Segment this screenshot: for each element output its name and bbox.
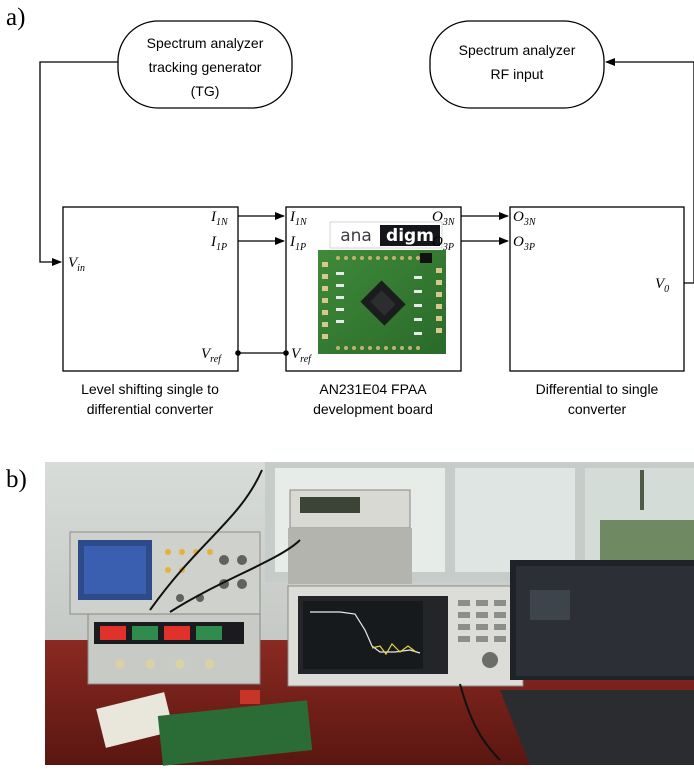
diff-to-single-block [509, 206, 685, 372]
anadigm-logo-left: ana [340, 226, 372, 246]
wire-tg-to-vin [39, 61, 118, 266]
rf-node [429, 20, 605, 109]
panel-b-label: b) [6, 466, 27, 493]
vref-dot-left [235, 350, 241, 356]
tg-node-line3: (TG) [191, 83, 220, 99]
level-shifter-block [62, 206, 239, 372]
dts-caption-line2: converter [568, 401, 627, 417]
fpaa-board-photo: ana digm [318, 221, 446, 354]
ls-term-vin: Vin [68, 255, 85, 274]
rf-node-line1: Spectrum analyzer [459, 42, 576, 58]
fpaa-term-vref: Vref [291, 346, 312, 365]
tg-node-line2: tracking generator [149, 59, 262, 75]
fpaa-term-o3p: O3P [432, 234, 454, 253]
fpaa-caption-line2: development board [313, 401, 433, 417]
tg-node-line1: Spectrum analyzer [147, 35, 264, 51]
vref-dot-right [283, 350, 289, 356]
lab-setup-photo [45, 462, 694, 766]
ls-term-i1p: I1P [210, 234, 227, 253]
anadigm-logo-right: digm [386, 226, 434, 246]
rf-node-line2: RF input [491, 66, 544, 82]
ls-caption-line1: Level shifting single to [81, 381, 219, 397]
ls-term-vref: Vref [201, 346, 222, 365]
tg-node [117, 20, 293, 109]
dts-term-v0: V0 [655, 276, 669, 295]
dts-caption-line1: Differential to single [536, 381, 659, 397]
fpaa-caption-line1: AN231E04 FPAA [319, 381, 427, 397]
fpaa-term-i1p: I1P [289, 234, 306, 253]
fpaa-term-o3n: O3N [432, 209, 456, 228]
panel-a-label: a) [6, 4, 26, 31]
fpaa-term-i1n: I1N [289, 209, 308, 228]
wire-v0-to-rf [605, 58, 694, 284]
dts-term-o3p: O3P [513, 234, 535, 253]
ls-term-i1n: I1N [210, 209, 229, 228]
ls-caption-line2: differential converter [87, 401, 214, 417]
dts-term-o3n: O3N [513, 209, 537, 228]
